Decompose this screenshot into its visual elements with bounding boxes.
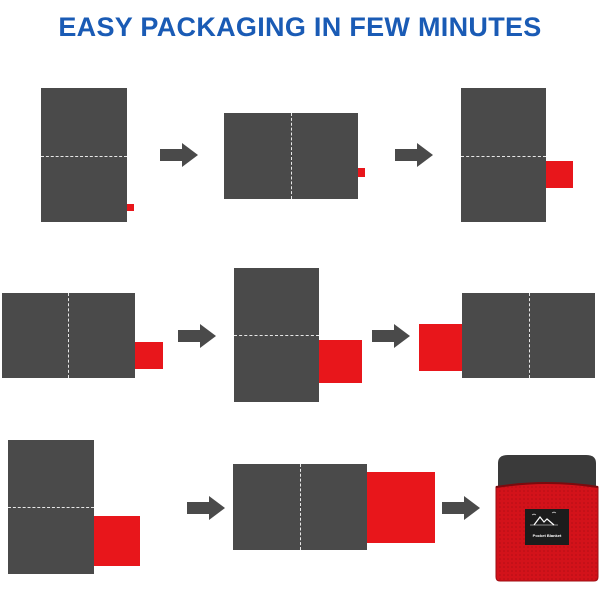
red-tab: [546, 161, 573, 188]
pouch-brand-label: Pocket Blanket: [532, 533, 562, 538]
fold-line: [529, 293, 530, 378]
arrow-right-icon: [160, 143, 198, 167]
fold-line: [41, 156, 127, 157]
mountain-icon: [530, 511, 558, 526]
fold-line: [68, 293, 69, 378]
red-tab: [358, 168, 365, 177]
final-pouch: Pocket Blanket: [494, 453, 600, 583]
red-block: [367, 472, 435, 543]
red-tab: [127, 204, 134, 211]
red-tab: [135, 342, 163, 369]
fold-line: [8, 507, 94, 508]
fold-line: [300, 464, 301, 550]
fold-line: [291, 113, 292, 199]
red-block: [419, 324, 462, 371]
page-title: EASY PACKAGING IN FEW MINUTES: [58, 12, 542, 42]
arrow-right-icon: [442, 496, 480, 520]
arrow-right-icon: [395, 143, 433, 167]
blanket-panel: [461, 88, 546, 222]
fold-line: [461, 156, 546, 157]
blanket-panel: [41, 88, 127, 222]
red-block: [94, 516, 140, 566]
fold-line: [234, 335, 319, 336]
arrow-right-icon: [178, 324, 216, 348]
pouch-illustration: [495, 455, 599, 582]
blanket-panel: [462, 293, 595, 378]
arrow-right-icon: [187, 496, 225, 520]
red-block: [319, 340, 362, 383]
arrow-right-icon: [372, 324, 410, 348]
